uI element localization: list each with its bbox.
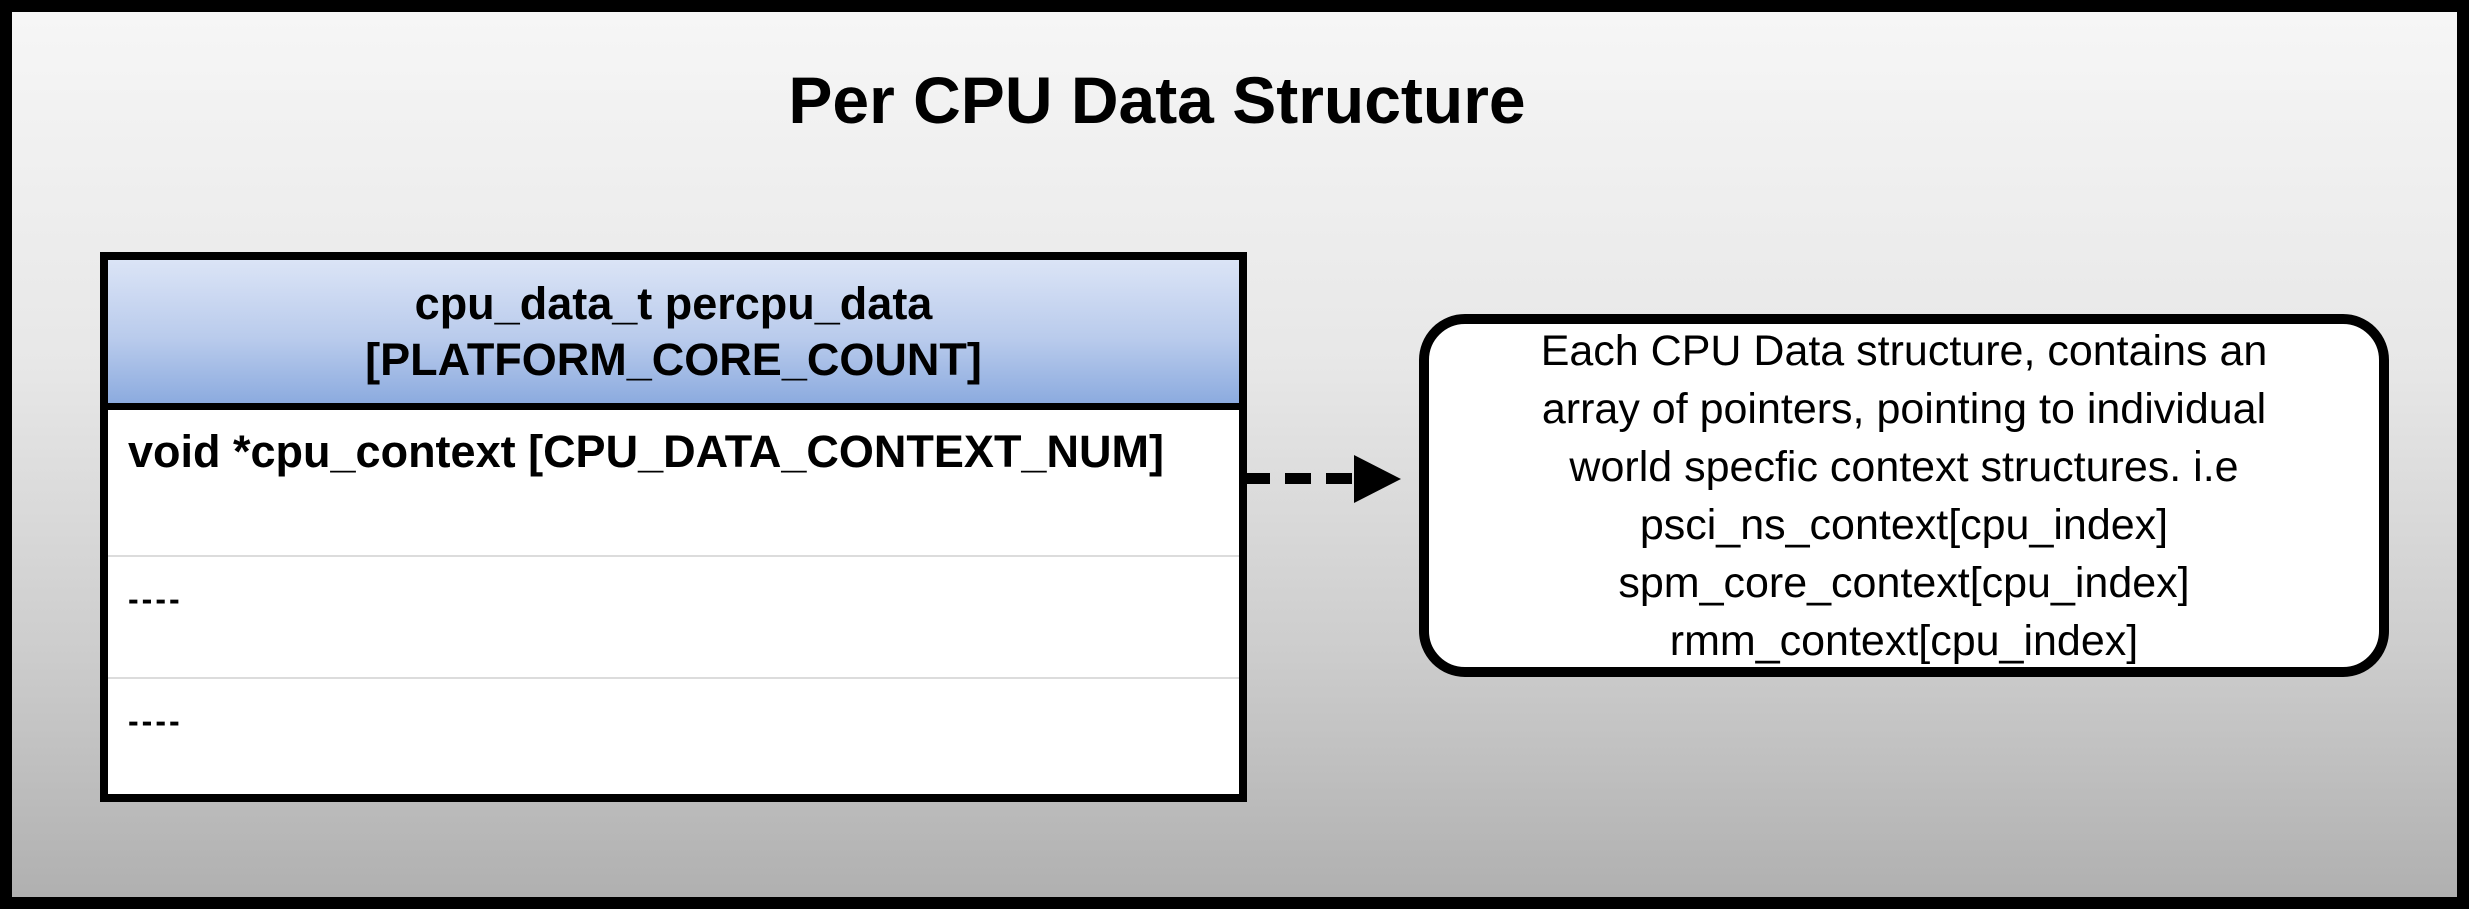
table-row-placeholder-2: ---- — [108, 679, 1239, 791]
callout-line-5: spm_core_context[cpu_index] — [1618, 558, 2190, 607]
arrowhead-icon — [1354, 455, 1401, 503]
callout-line-2: array of pointers, pointing to individua… — [1541, 384, 2267, 433]
cpu-data-table-header: cpu_data_t percpu_data [PLATFORM_CORE_CO… — [108, 260, 1239, 410]
callout-line-6: rmm_context[cpu_index] — [1669, 616, 2139, 665]
explanation-callout: Each CPU Data structure, contains an arr… — [1419, 314, 2389, 677]
table-header-line-2: [PLATFORM_CORE_COUNT] — [365, 333, 982, 385]
cpu-data-table: cpu_data_t percpu_data [PLATFORM_CORE_CO… — [100, 252, 1247, 802]
dashed-arrow-line — [1244, 473, 1356, 484]
page-title: Per CPU Data Structure — [788, 63, 1526, 137]
callout-line-4: psci_ns_context[cpu_index] — [1639, 500, 2169, 549]
table-row-cpu-context: void *cpu_context [CPU_DATA_CONTEXT_NUM] — [108, 410, 1239, 557]
table-header-line-1: cpu_data_t percpu_data — [414, 277, 933, 329]
callout-line-3: world specfic context structures. i.e — [1569, 442, 2239, 491]
callout-line-1: Each CPU Data structure, contains an — [1540, 326, 2268, 375]
table-row-placeholder-1: ---- — [108, 557, 1239, 679]
